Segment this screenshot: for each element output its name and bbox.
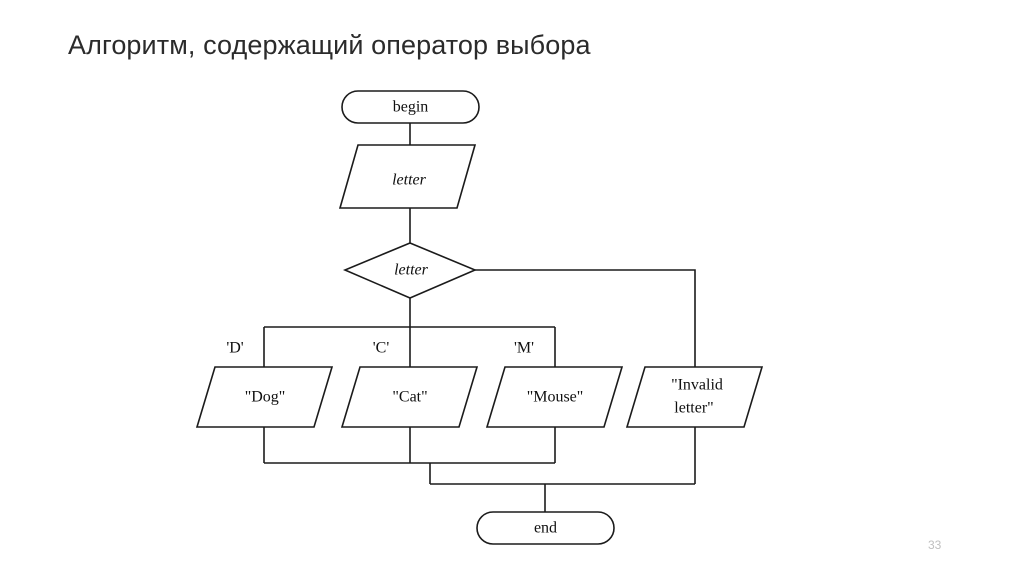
branch-label-c: 'C' (373, 340, 390, 357)
begin-label: begin (393, 99, 429, 116)
node-begin[interactable]: begin (341, 90, 480, 124)
output-cat-label: "Cat" (392, 389, 427, 406)
end-label: end (534, 520, 557, 537)
page-number: 33 (928, 538, 942, 552)
node-output-invalid[interactable]: "Invalid letter" (625, 366, 764, 428)
output-invalid-label-line1: "Invalid (671, 377, 723, 394)
decision-diamond-shape (342, 242, 478, 299)
node-end[interactable]: end (476, 511, 615, 545)
node-input-letter[interactable]: letter (338, 144, 477, 209)
branch-label-m: 'M' (514, 340, 534, 357)
begin-terminator-shape (341, 90, 480, 124)
output-dog-shape (195, 366, 334, 428)
branch-label-d: 'D' (226, 340, 243, 357)
node-output-cat[interactable]: "Cat" (340, 366, 479, 428)
end-terminator-shape (476, 511, 615, 545)
node-decision-letter[interactable]: letter (342, 242, 478, 299)
page-title: Алгоритм, содержащий оператор выбора (68, 30, 591, 60)
decision-label: letter (394, 262, 429, 279)
node-output-mouse[interactable]: "Mouse" (485, 366, 624, 428)
connector-layer (263, 123, 696, 512)
output-mouse-shape (485, 366, 624, 428)
node-output-dog[interactable]: "Dog" (195, 366, 334, 428)
output-invalid-shape (625, 366, 764, 428)
output-invalid-label-line2: letter" (674, 400, 713, 417)
output-dog-label: "Dog" (245, 389, 286, 406)
output-mouse-label: "Mouse" (527, 389, 584, 406)
output-cat-shape (340, 366, 479, 428)
connector-branch-default (475, 269, 696, 367)
input-parallelogram-shape (338, 144, 477, 209)
input-label: letter (392, 172, 427, 189)
